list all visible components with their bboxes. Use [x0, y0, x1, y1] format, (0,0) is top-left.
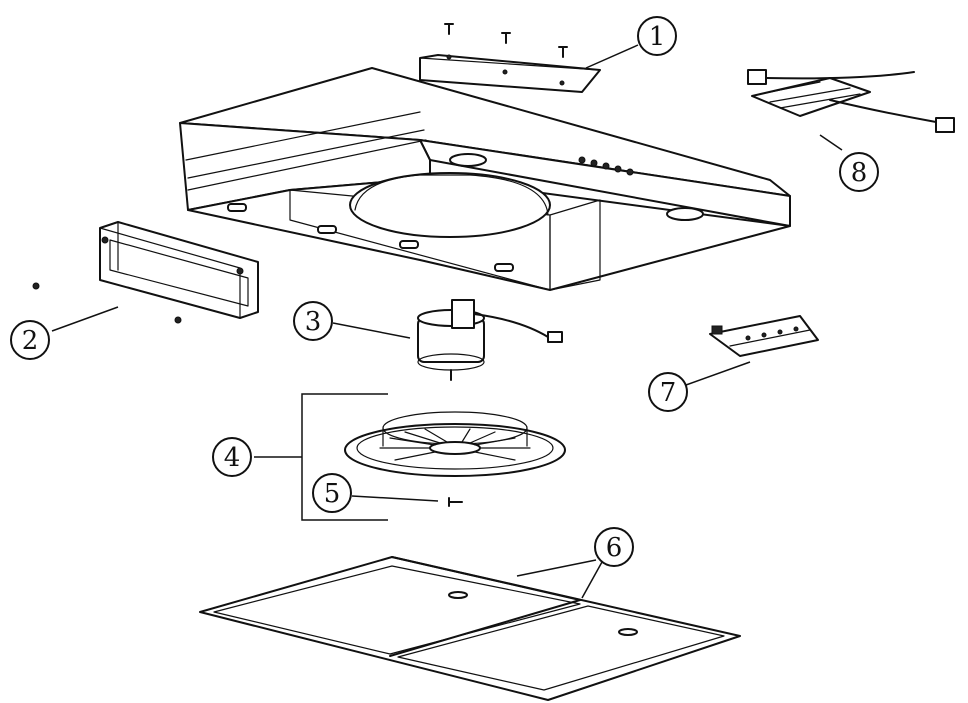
svg-text:6: 6	[606, 533, 623, 563]
callout-1: 1	[637, 16, 677, 56]
callout-2: 2	[10, 320, 50, 360]
leader-1	[585, 44, 639, 69]
svg-text:2: 2	[22, 326, 39, 356]
part-3-motor	[417, 299, 563, 381]
leader-6a	[516, 559, 597, 577]
svg-text:8: 8	[851, 158, 868, 188]
screw	[444, 23, 454, 35]
range-hood-body	[179, 67, 791, 291]
leader-6b	[581, 561, 603, 599]
part-8-wiring-harness	[747, 69, 955, 133]
callout-4: 4	[212, 437, 252, 477]
svg-text:1: 1	[649, 22, 666, 52]
screw	[558, 46, 568, 58]
svg-text:3: 3	[305, 307, 322, 337]
leader-2	[51, 306, 119, 332]
callout-5: 5	[312, 473, 352, 513]
screw	[501, 32, 511, 44]
part-1-top-plate	[419, 23, 601, 93]
svg-text:4: 4	[224, 443, 241, 473]
leader-8	[819, 134, 843, 151]
svg-text:7: 7	[660, 378, 677, 408]
callout-3: 3	[293, 301, 333, 341]
part-2-light-module	[32, 221, 259, 324]
callout-7: 7	[648, 372, 688, 412]
leader-3	[332, 322, 411, 339]
callout-6: 6	[594, 527, 634, 567]
part-7-terminal-strip	[709, 315, 819, 357]
svg-text:5: 5	[324, 479, 341, 509]
part-6-grease-filters	[199, 556, 741, 701]
callout-8: 8	[839, 152, 879, 192]
part-5-screw	[448, 497, 463, 507]
part-4-blower-wheel	[301, 393, 566, 521]
leader-7	[685, 361, 751, 386]
leader-5	[351, 495, 439, 502]
